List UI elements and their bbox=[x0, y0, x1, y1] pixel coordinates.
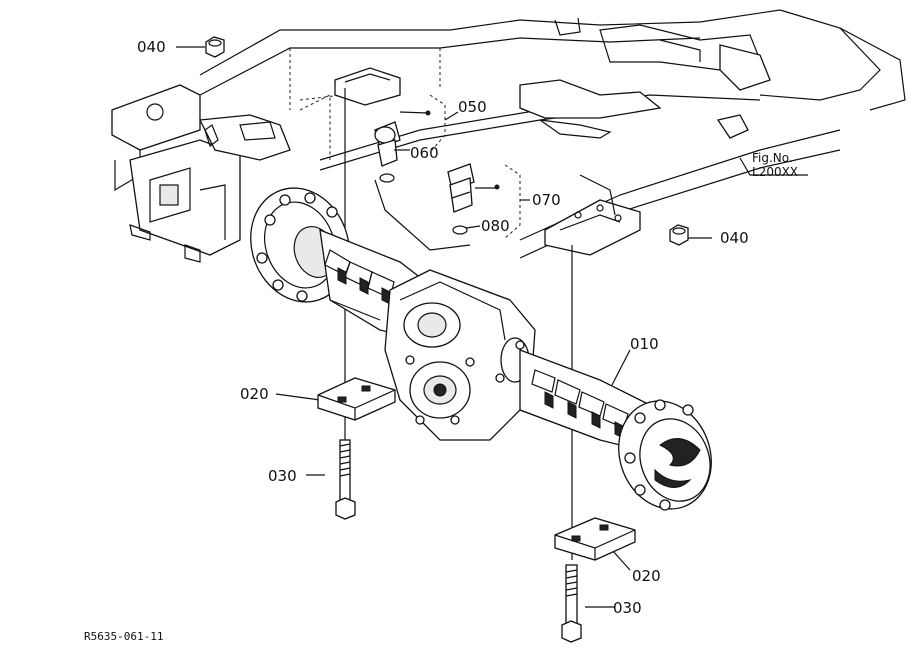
part-label-040-upper: 040 bbox=[137, 38, 166, 56]
bolt-030-right bbox=[561, 564, 582, 643]
nut-040-right bbox=[669, 224, 689, 246]
part-label-030-left: 030 bbox=[268, 467, 297, 485]
part-label-080: 080 bbox=[481, 217, 510, 235]
part-label-040-right: 040 bbox=[720, 229, 749, 247]
fitting-050-060 bbox=[374, 110, 431, 183]
part-label-070: 070 bbox=[532, 191, 561, 209]
part-label-060: 060 bbox=[410, 144, 439, 162]
part-labels: 040 050 060 070 080 040 010 020 030 020 … bbox=[137, 38, 749, 617]
mount-plate-upper bbox=[334, 67, 401, 106]
part-label-020-left: 020 bbox=[240, 385, 269, 403]
fitting-070-080 bbox=[447, 163, 500, 235]
fitting-guide-line bbox=[374, 179, 471, 251]
mount-plate-020-left bbox=[317, 377, 396, 421]
part-label-030-right: 030 bbox=[613, 599, 642, 617]
part-label-050: 050 bbox=[458, 98, 487, 116]
bolt-030-left bbox=[335, 439, 356, 520]
front-axle-assembly bbox=[250, 187, 712, 511]
drawing-number: R5635-061-11 bbox=[84, 630, 163, 643]
nut-040-upper bbox=[205, 36, 225, 58]
mount-plate-020-right bbox=[554, 517, 636, 561]
part-label-010: 010 bbox=[630, 335, 659, 353]
fig-ref-value: L200XX bbox=[752, 165, 798, 179]
figure-reference: Fig.No. L200XX bbox=[752, 151, 798, 179]
part-label-020-right: 020 bbox=[632, 567, 661, 585]
fig-ref-label: Fig.No. bbox=[752, 151, 793, 165]
